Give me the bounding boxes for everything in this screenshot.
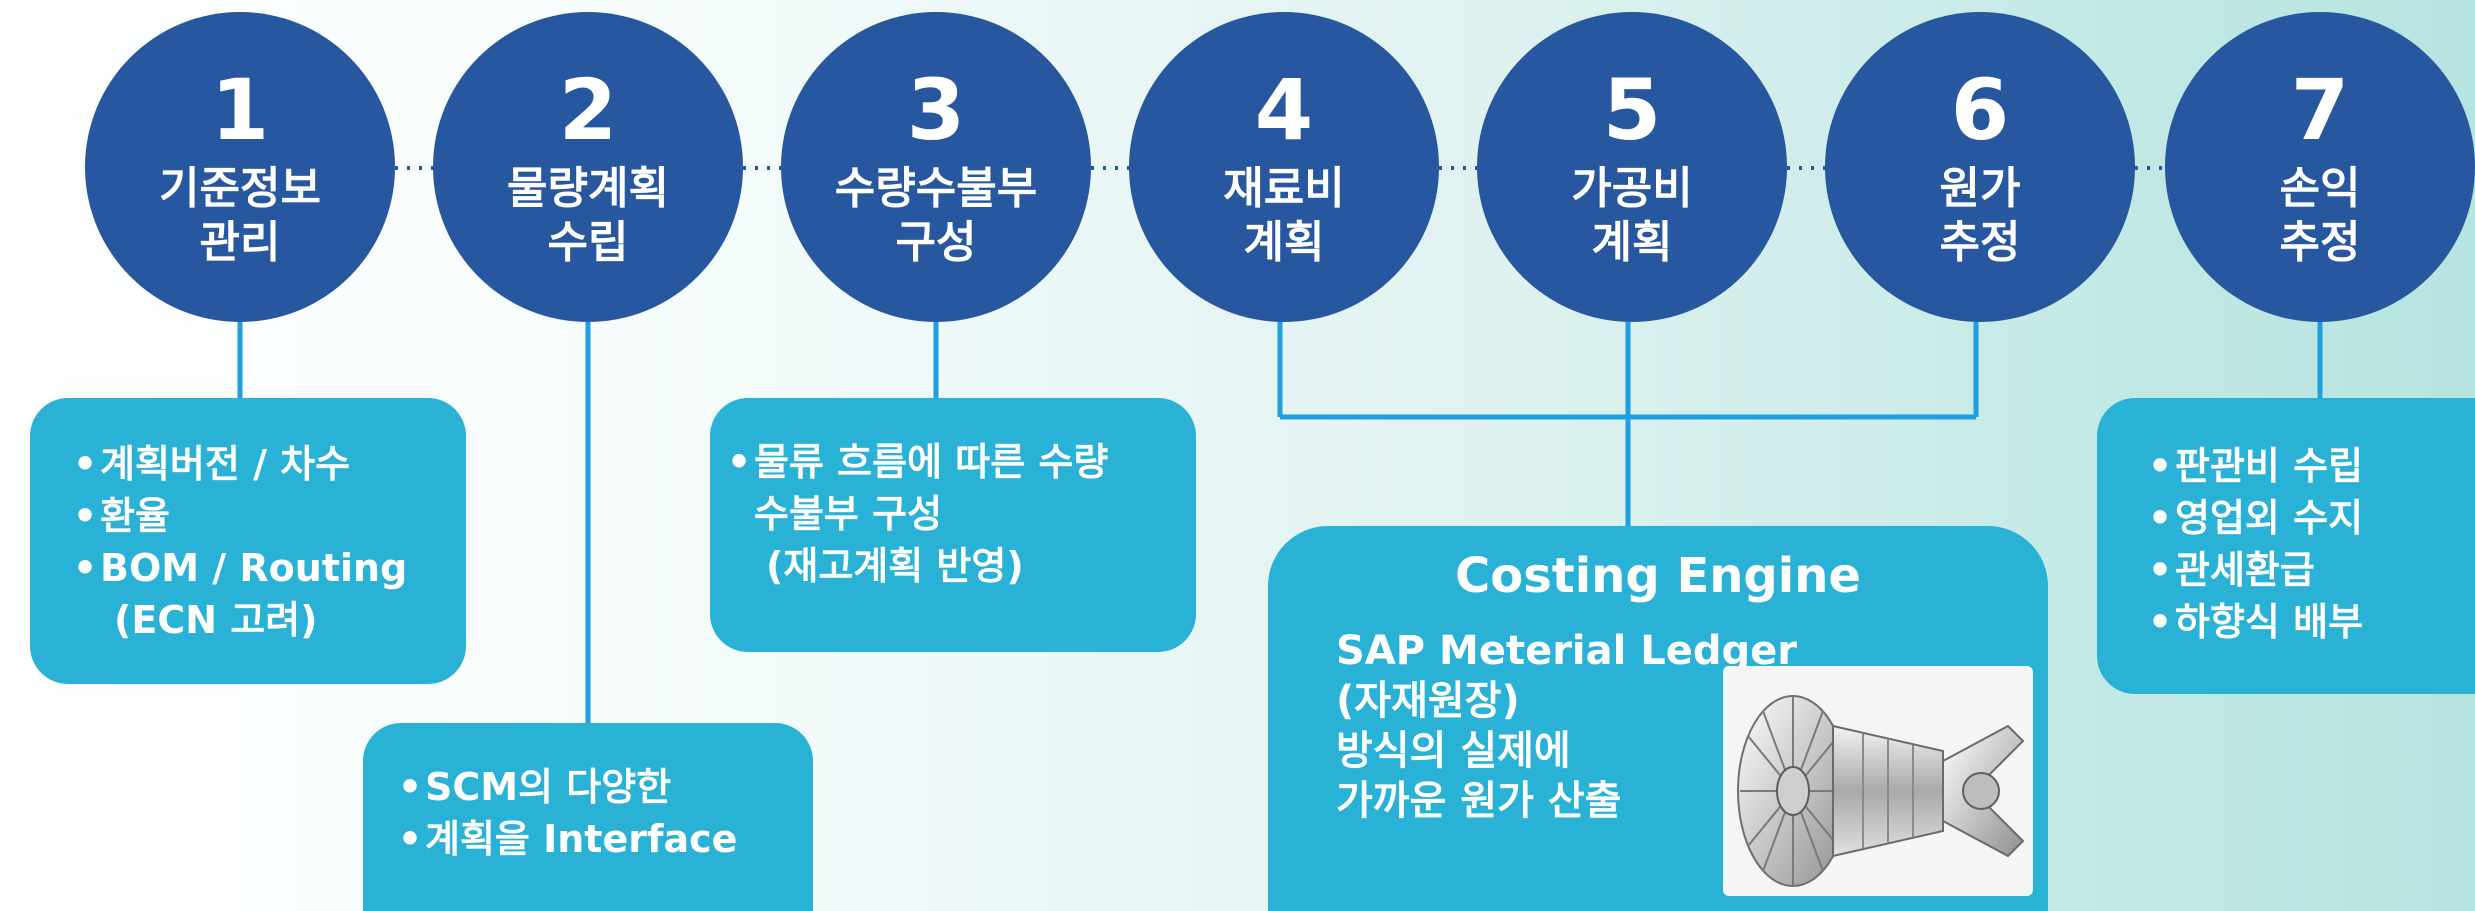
bullet-icon: • [72, 442, 98, 486]
item-text: 물류 흐름에 따른 수량 [754, 440, 1109, 484]
turbine-engine-image [1723, 666, 2033, 896]
inventory-ledger-subnote-1: 수불부 구성 [754, 492, 943, 536]
item-text: 계획버전 / 차수 [100, 442, 351, 486]
step-6-label-line1: 원가 [1939, 163, 2021, 214]
step-5-label-line2: 계획 [1591, 217, 1673, 268]
step-2-number: 2 [558, 61, 618, 159]
step-6-number: 6 [1950, 61, 2010, 159]
item-text: 영업외 수지 [2175, 496, 2364, 540]
step-2-label-line1: 물량계획 [507, 163, 669, 214]
profit-box: •판관비 수립 •영업외 수지 •관세환급 •하향식 배부 [2097, 398, 2475, 694]
item-text: SCM의 다양한 [425, 765, 672, 809]
bullet-icon: • [72, 546, 98, 590]
master-data-item: •BOM / Routing [70, 542, 466, 594]
step-2-circle: 2 물량계획 수립 [433, 12, 743, 322]
master-data-box: •계획버전 / 차수 •환율 •BOM / Routing (ECN 고려) [30, 398, 466, 684]
costing-engine-title: Costing Engine [1455, 548, 1861, 604]
step-7-circle: 7 손익 추정 [2165, 12, 2475, 322]
step-1-label-line1: 기준정보 [159, 163, 321, 214]
bullet-icon: • [726, 440, 752, 484]
step-1-circle: 1 기준정보 관리 [85, 12, 395, 322]
step-4-label-line1: 재료비 [1223, 163, 1345, 214]
costing-engine-line: SAP Meterial Ledger [1336, 628, 1797, 674]
item-text: 계획을 Interface [425, 817, 738, 861]
scm-box: •SCM의 다양한 •계획을 Interface [363, 723, 813, 911]
item-text: 관세환급 [2175, 548, 2315, 592]
step-4-circle: 4 재료비 계획 [1129, 12, 1439, 322]
inventory-ledger-box: •물류 흐름에 따른 수량 수불부 구성 (재고계획 반영) [710, 398, 1196, 652]
master-data-item: •환율 [70, 490, 466, 542]
costing-engine-line: (자재원장) [1336, 678, 1520, 724]
costing-engine-line: 가까운 원가 산출 [1336, 778, 1622, 824]
costing-engine-description: SAP Meterial Ledger (자재원장) 방식의 실제에 가까운 원… [1336, 626, 1797, 826]
step-7-label-line2: 추정 [2279, 217, 2361, 268]
bullet-icon: • [2147, 444, 2173, 488]
step-4-label-line2: 계획 [1243, 217, 1325, 268]
master-data-subnote: (ECN 고려) [114, 598, 318, 642]
item-text: 판관비 수립 [2175, 444, 2364, 488]
step-5-circle: 5 가공비 계획 [1477, 12, 1787, 322]
bullet-icon: • [2147, 548, 2173, 592]
step-3-label-line1: 수량수불부 [834, 163, 1038, 214]
bullet-icon: • [397, 765, 423, 809]
step-6-label-line2: 추정 [1939, 217, 2021, 268]
step-1-label-line2: 관리 [199, 217, 281, 268]
step-5-label-line1: 가공비 [1571, 163, 1693, 214]
item-text: 하향식 배부 [2175, 600, 2364, 644]
step-3-label-line2: 구성 [895, 217, 977, 268]
step-7-label-line1: 손익 [2279, 163, 2361, 214]
step-6-circle: 6 원가 추정 [1825, 12, 2135, 322]
bullet-icon: • [72, 494, 98, 538]
scm-item: •계획을 Interface [395, 813, 813, 865]
inventory-ledger-subnote-2: (재고계획 반영) [766, 544, 1024, 588]
step-2-label-line2: 수립 [547, 217, 629, 268]
step-drop-lines [237, 322, 2323, 725]
item-text: BOM / Routing [100, 546, 408, 590]
profit-item: •하향식 배부 [2145, 596, 2475, 648]
costing-engine-line: 방식의 실제에 [1336, 728, 1571, 774]
bullet-icon: • [2147, 496, 2173, 540]
inventory-ledger-item: •물류 흐름에 따른 수량 [724, 436, 1196, 488]
bullet-icon: • [2147, 600, 2173, 644]
step-1-number: 1 [210, 61, 270, 159]
step-7-number: 7 [2290, 61, 2350, 159]
item-text: 환율 [100, 494, 170, 538]
master-data-item: •계획버전 / 차수 [70, 438, 466, 490]
costing-engine-box: Costing Engine SAP Meterial Ledger (자재원장… [1268, 526, 2048, 911]
profit-item: •영업외 수지 [2145, 492, 2475, 544]
profit-item: •판관비 수립 [2145, 440, 2475, 492]
scm-item: •SCM의 다양한 [395, 761, 813, 813]
step-5-number: 5 [1602, 61, 1662, 159]
step-3-circle: 3 수량수불부 구성 [781, 12, 1091, 322]
step-3-number: 3 [906, 61, 966, 159]
bullet-icon: • [397, 817, 423, 861]
profit-item: •관세환급 [2145, 544, 2475, 596]
step-4-number: 4 [1254, 61, 1314, 159]
